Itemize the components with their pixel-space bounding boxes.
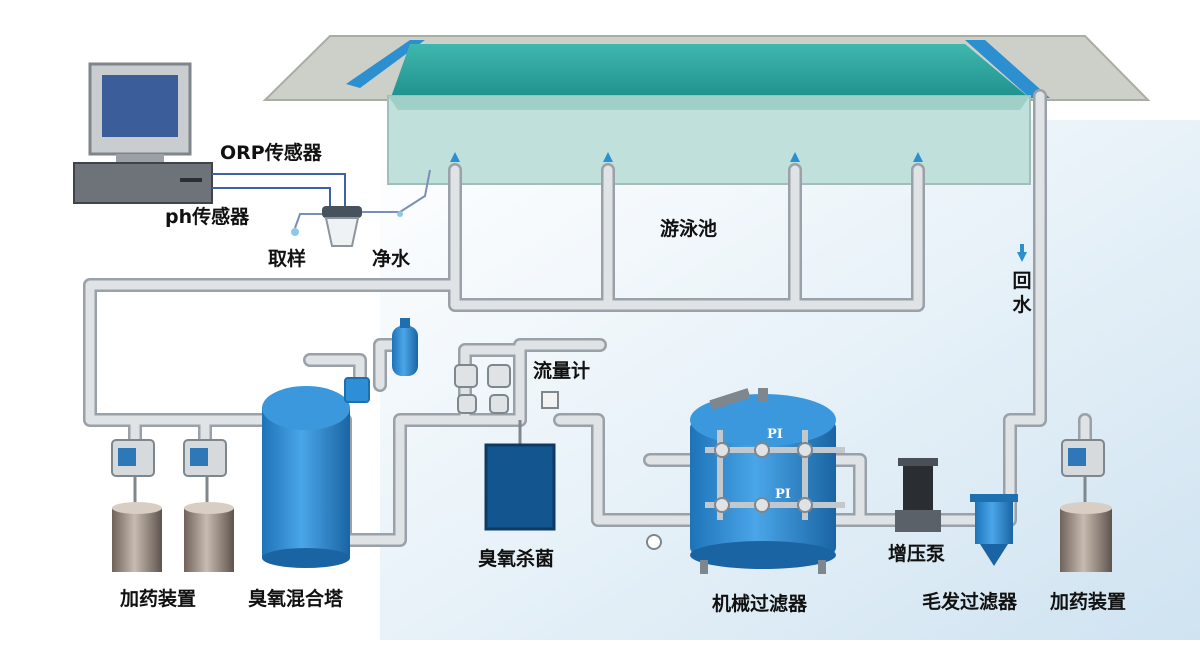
pipe-network bbox=[83, 89, 1092, 547]
inlet-arrow-icon bbox=[913, 152, 923, 162]
sterilizer-box bbox=[484, 443, 556, 531]
chemical-drum bbox=[1060, 508, 1112, 572]
drain-valve-icon bbox=[646, 534, 662, 550]
deck-edge-right bbox=[965, 40, 1050, 98]
label-pool: 游泳池 bbox=[660, 218, 718, 240]
dosing-unit-left-1 bbox=[111, 439, 162, 572]
label-booster-pump: 增压泵 bbox=[888, 543, 946, 565]
deck-edge-left bbox=[346, 40, 425, 88]
inlet-arrow-icon bbox=[790, 152, 800, 162]
label-ph-sensor: ph传感器 bbox=[165, 206, 250, 228]
label-flowmeter: 流量计 bbox=[533, 360, 591, 382]
injector-valve bbox=[344, 377, 370, 403]
chemical-drum bbox=[112, 508, 162, 572]
label-return-water: 回水 bbox=[1012, 270, 1032, 316]
valve-cluster bbox=[454, 364, 559, 414]
inlet-arrow-icon bbox=[603, 152, 613, 162]
label-clean-water: 净水 bbox=[372, 248, 411, 270]
pump-motor bbox=[903, 462, 933, 510]
flowmeter-device bbox=[541, 391, 559, 409]
mechanical-filter bbox=[690, 388, 845, 574]
booster-pump bbox=[895, 458, 941, 532]
return-arrow-shaft bbox=[1020, 244, 1024, 254]
label-sampling: 取样 bbox=[268, 248, 307, 270]
chemical-drum bbox=[184, 508, 234, 572]
gauge-mark-bottom: PI bbox=[775, 487, 791, 502]
pool-water-surface bbox=[390, 44, 1032, 100]
gauge-mark-top: PI bbox=[767, 427, 783, 442]
pressure-vessel bbox=[392, 326, 418, 376]
inlet-arrow-icon bbox=[450, 152, 460, 162]
ozone-mixing-tower bbox=[262, 318, 418, 568]
sensor-cell bbox=[291, 206, 403, 247]
computer-case bbox=[73, 162, 213, 204]
label-mechanical-filter: 机械过滤器 bbox=[712, 593, 808, 615]
return-arrow-icon bbox=[1017, 252, 1027, 262]
monitor-screen bbox=[102, 75, 178, 137]
label-ozone-sterilization: 臭氧杀菌 bbox=[478, 548, 555, 570]
label-orp-sensor: ORP传感器 bbox=[220, 142, 322, 164]
label-dosing-left: 加药装置 bbox=[120, 588, 197, 610]
ozone-sterilizer bbox=[484, 420, 556, 531]
dosing-unit-left-2 bbox=[183, 439, 234, 572]
computer bbox=[73, 62, 213, 204]
inlet-arrows bbox=[450, 152, 1027, 262]
pool-rim-shadow bbox=[388, 96, 1030, 110]
monitor-stand bbox=[116, 154, 164, 164]
label-ozone-mixing-tower: 臭氧混合塔 bbox=[248, 588, 344, 610]
dosing-unit-right bbox=[1060, 439, 1112, 572]
hair-filter bbox=[970, 494, 1018, 566]
tower-body bbox=[262, 408, 350, 558]
label-dosing-right: 加药装置 bbox=[1050, 591, 1127, 613]
label-hair-filter: 毛发过滤器 bbox=[922, 591, 1018, 613]
sensor-wires bbox=[212, 169, 431, 229]
